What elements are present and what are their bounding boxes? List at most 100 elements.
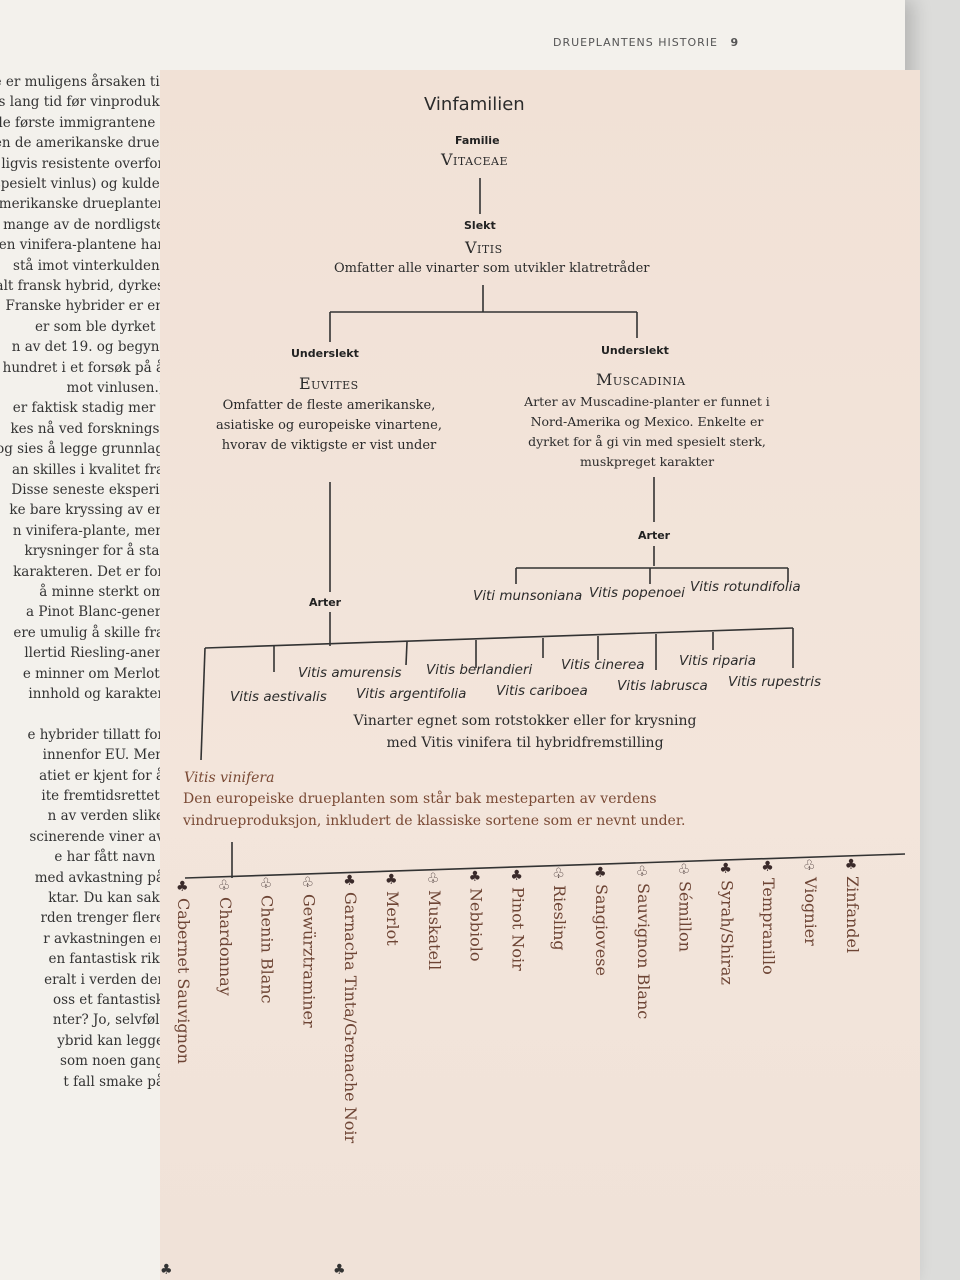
left-column-line: Franske hybrider er en xyxy=(5,298,164,315)
left-column-line: karakteren. Det er for xyxy=(13,563,164,580)
euvites-rank-label: Underslekt xyxy=(291,347,359,360)
left-column-line: an skilles i kvalitet fra xyxy=(11,461,164,478)
grape-variety-name: Tempranillo xyxy=(759,878,779,976)
grape-variety-name: Sangiovese xyxy=(592,884,611,976)
left-column-line: Men de amerikanske drue- xyxy=(0,135,164,152)
left-column-line: e de første immigrantene i xyxy=(0,114,164,131)
grape-variety: ♣Garnacha Tinta/Grenache Noir xyxy=(337,844,367,1244)
genus-name: Vitis xyxy=(465,238,503,257)
left-column-line: oss et fantastisk xyxy=(53,992,164,1008)
grape-variety: ♧Riesling xyxy=(546,837,576,1237)
family-rank-label: Familie xyxy=(455,134,500,147)
left-column-line: e har fått navn i xyxy=(54,849,164,866)
genus-description: Omfatter alle vinarter som utvikler klat… xyxy=(334,261,650,276)
left-column-line: og sies å legge grunnlag xyxy=(0,441,164,458)
left-column-line: scinerende viner av xyxy=(29,828,164,845)
left-column-line: er som ble dyrket i xyxy=(34,318,164,335)
red-grape-icon: ♣ xyxy=(176,879,189,895)
grape-variety-name: Riesling xyxy=(550,885,570,952)
left-column-line: n av det 19. og begyn- xyxy=(11,339,164,356)
left-column-line: å minne sterkt om xyxy=(39,584,164,600)
grape-variety: ♧Sémillon xyxy=(672,833,702,1233)
white-grape-icon: ♧ xyxy=(635,863,649,880)
grape-variety-name: Chenin Blanc xyxy=(257,895,277,1004)
left-column-line: innhold og karakter xyxy=(28,686,164,702)
left-column-line: r avkastningen er xyxy=(43,930,164,947)
species-viti-munsoniana: Viti munsoniana xyxy=(473,588,583,604)
left-column-line: amerikanske drueplanter xyxy=(0,196,164,213)
left-column-line: ere umulig å skille fra xyxy=(13,624,164,641)
running-header: DRUEPLANTENS HISTORIE 9 xyxy=(553,36,739,49)
white-grape-icon: ♧ xyxy=(803,858,816,874)
grape-variety: ♣Cabernet Sauvignon xyxy=(170,850,200,1250)
species-vitis-amurensis: Vitis amurensis xyxy=(298,665,402,681)
left-column-line: i mange av de nordligste xyxy=(0,216,164,233)
left-column-line: e minner om Merlot, xyxy=(22,665,164,682)
left-column-line: spesielt vinlus) og kulde. xyxy=(0,176,164,192)
left-column-line: innenfor EU. Men xyxy=(42,747,164,764)
white-grape-icon: ♧ xyxy=(259,876,273,893)
species-vitis-cariboea: Vitis cariboea xyxy=(496,683,588,699)
muscadinia-rank-label: Underslekt xyxy=(601,344,669,357)
grape-variety-name: Muskatell xyxy=(424,889,444,970)
grape-variety-name: Sémillon xyxy=(675,881,695,953)
red-grape-icon: ♣ xyxy=(761,859,774,876)
species-vitis-rotundifolia: Vitis rotundifolia xyxy=(690,579,801,595)
grape-variety: ♣ Syrah/Shiraz xyxy=(713,832,743,1232)
left-column-line: a Pinot Blanc-gener, xyxy=(26,604,164,621)
euvites-name: Euvites xyxy=(299,374,359,393)
grape-variety: ♣Nebbiolo xyxy=(463,840,493,1240)
page-number: 9 xyxy=(730,36,740,49)
red-grape-icon: ♣ xyxy=(844,856,858,873)
left-column-line: e hybrider tillatt for xyxy=(27,726,164,743)
left-column-line: ktar. Du kan sak- xyxy=(48,890,164,906)
left-column-line: ite fremtidsrettet. xyxy=(41,788,164,804)
red-grape-icon: ♣ xyxy=(343,873,356,890)
left-column-line: ybrid kan legge xyxy=(57,1032,164,1049)
red-grape-icon: ♣ xyxy=(510,867,523,884)
species-vitis-rupestris: Vitis rupestris xyxy=(728,674,821,690)
white-grape-icon: ♧ xyxy=(301,874,314,891)
grape-variety-name: Syrah/Shiraz xyxy=(717,879,737,985)
grape-variety-name: Zinfandel xyxy=(842,875,862,953)
left-column-line: nter? Jo, selvføl- xyxy=(52,1012,164,1029)
grape-variety-name: Chardonnay xyxy=(215,896,235,996)
diagram-title: Vinfamilien xyxy=(424,94,525,115)
grape-variety-list: ♣Cabernet Sauvignon ♧ Chardonnay ♧ Chenin Bl… xyxy=(170,850,890,1270)
left-column-line: stå imot vinterkulden. xyxy=(13,257,164,274)
red-grape-icon: ♣ xyxy=(385,872,398,888)
muscadinia-name: Muscadinia xyxy=(596,370,686,389)
left-column-line: n vinifera-plante, men xyxy=(12,522,164,539)
left-column-line: ke bare kryssing av en xyxy=(9,502,164,519)
left-column-line: den vinifera-plantene har xyxy=(0,237,164,254)
muscadinia-description: Arter av Muscadine-planter er funnet i N… xyxy=(524,394,770,469)
red-grape-icon: ♣ xyxy=(594,865,607,881)
grape-variety-name: Nebbiolo xyxy=(466,888,486,962)
grape-icon: ♣ xyxy=(333,1262,346,1278)
euvites-arter-label: Arter xyxy=(309,596,342,609)
grape-icon: ♣ xyxy=(160,1262,173,1278)
species-vitis-riparia: Vitis riparia xyxy=(679,653,757,669)
euvites-description: Omfatter de fleste amerikanske, asiatisk… xyxy=(216,398,442,453)
red-grape-icon: ♣ xyxy=(719,860,732,877)
grape-variety: ♣Pinot Noir xyxy=(504,839,534,1239)
left-column-line: llertid Riesling-aner. xyxy=(24,645,164,662)
grape-variety-name: Merlot xyxy=(383,891,402,946)
left-column-line: hundret i et forsøk på å xyxy=(2,359,164,376)
left-column-line: alt fransk hybrid, dyrkes xyxy=(0,278,164,294)
white-grape-icon: ♧ xyxy=(426,870,440,887)
grape-variety: ♣ Zinfandel xyxy=(839,828,869,1228)
left-column-line: som noen gang xyxy=(60,1053,164,1070)
left-column-line: eralt i verden der xyxy=(44,971,164,988)
left-column-line: n av verden slike xyxy=(47,808,164,825)
species-vitis-argentifolia: Vitis argentifolia xyxy=(356,686,467,702)
vinifera-description: Den europeiske drueplanten som står bak … xyxy=(183,791,686,829)
grape-variety: ♧ Muskatell xyxy=(421,842,451,1242)
running-title: DRUEPLANTENS HISTORIE xyxy=(553,36,718,49)
grape-variety-name: Viognier xyxy=(801,877,820,946)
grape-variety: ♧ Viognier xyxy=(797,829,827,1229)
white-grape-icon: ♧ xyxy=(217,877,231,894)
species-vitis-popenoei: Vitis popenoei xyxy=(589,585,685,601)
